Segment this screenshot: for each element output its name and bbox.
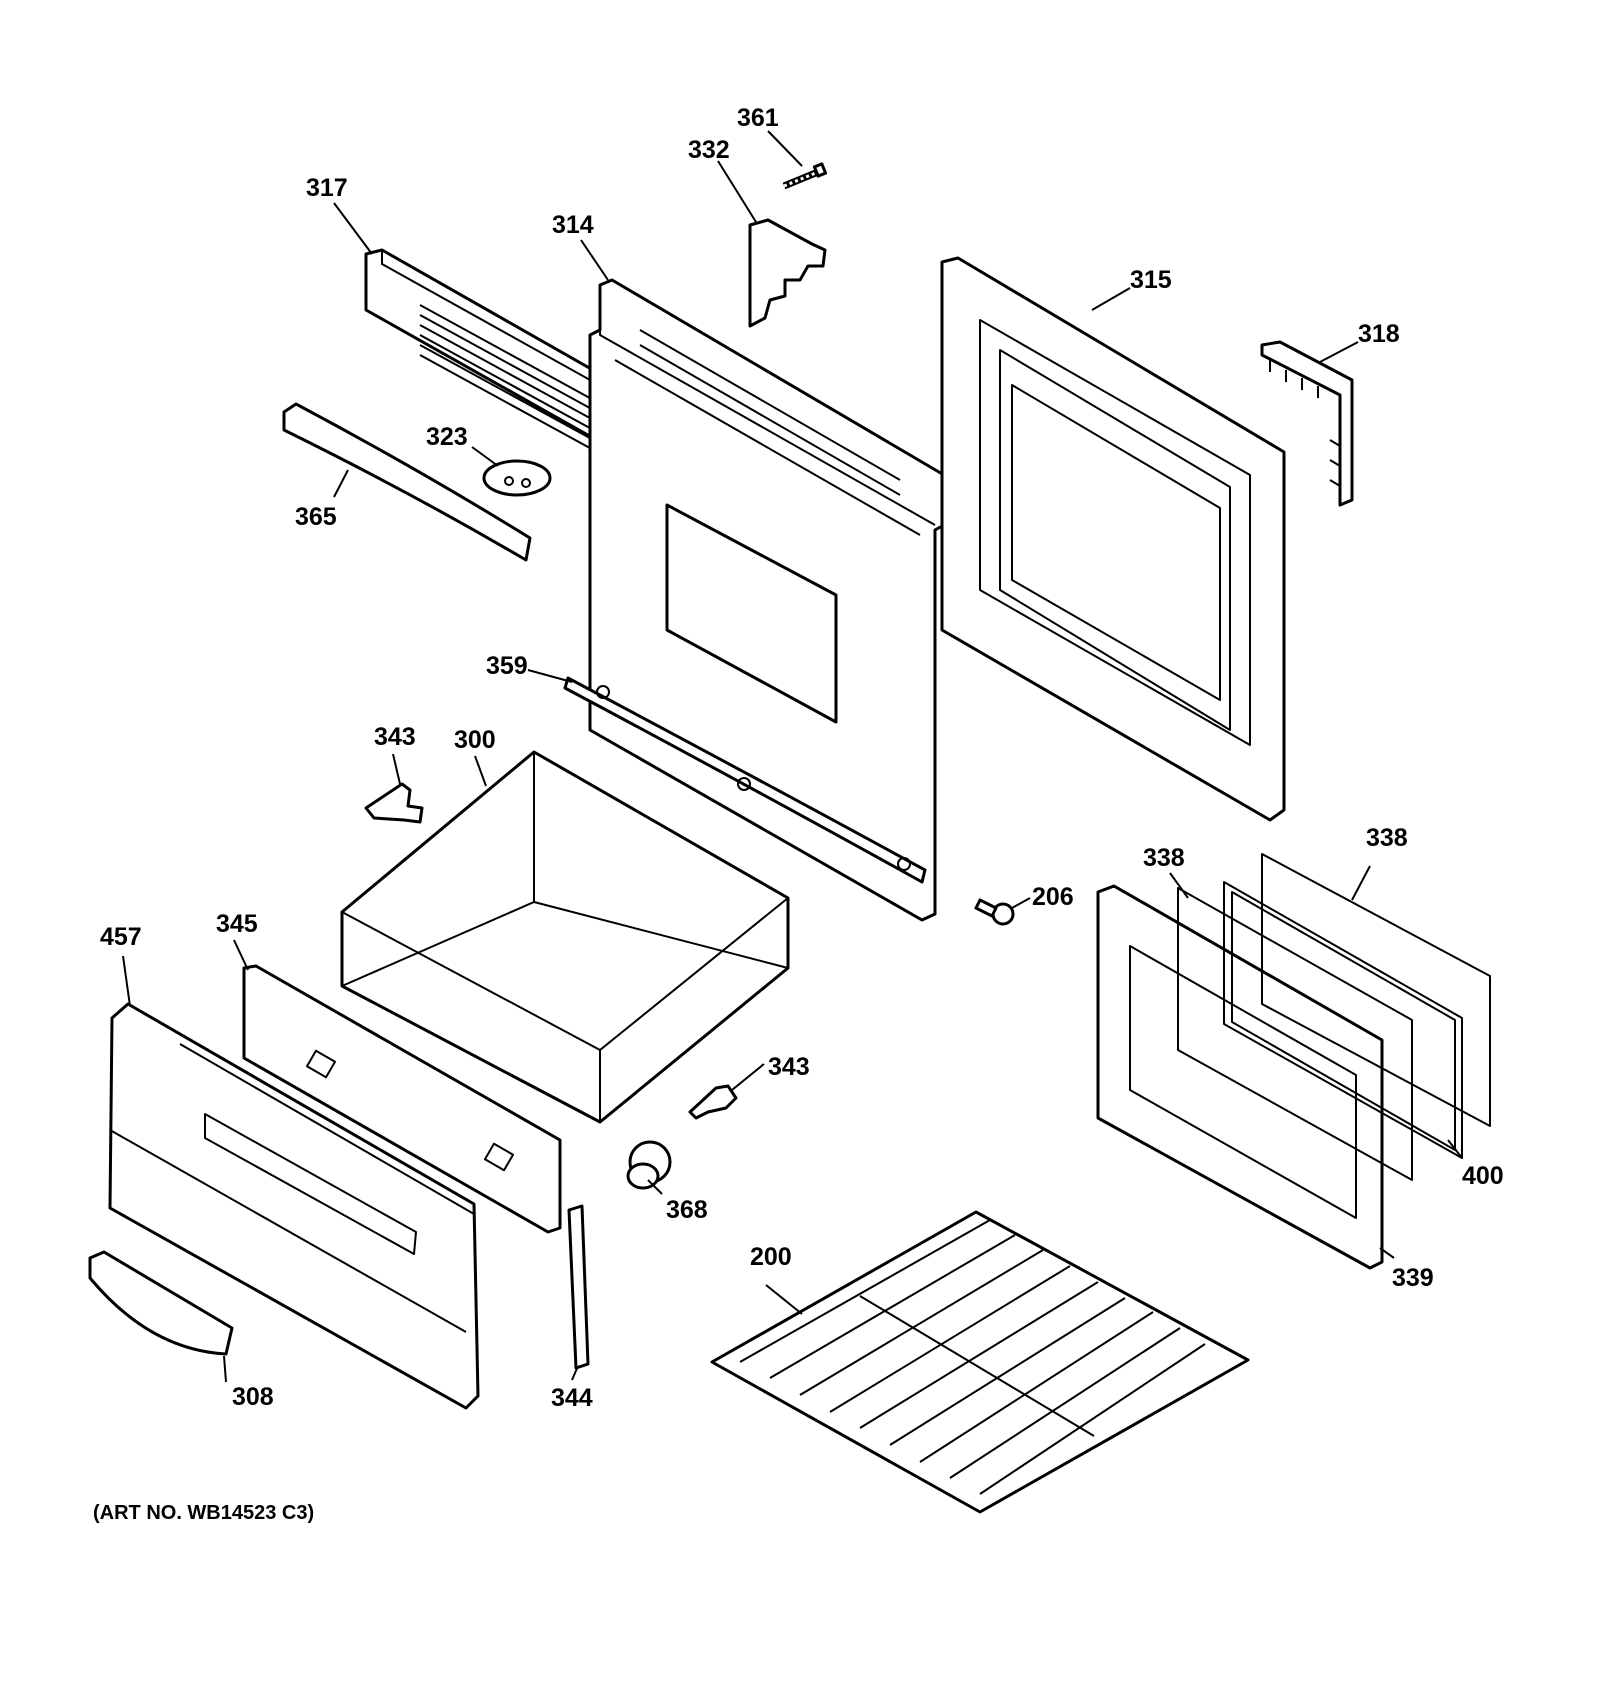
callout-361: 361: [737, 104, 779, 132]
callout-200: 200: [750, 1243, 792, 1271]
part-318-hinge-strip: [1260, 340, 1354, 507]
part-344-slide-rail: [567, 1204, 590, 1370]
callout-332: 332: [688, 136, 730, 164]
part-206-screw: [974, 898, 1015, 926]
callout-339: 339: [1392, 1264, 1434, 1292]
part-345-drawer-panel: [242, 964, 562, 1234]
part-343-slide-clip-upper: [364, 782, 424, 824]
callout-318: 318: [1358, 320, 1400, 348]
callout-323: 323: [426, 423, 468, 451]
callout-338-rear: 338: [1366, 824, 1408, 852]
part-300-drawer-box: [340, 750, 790, 1124]
callout-labels: 361 332 317 314 315 318 323 365 359 343 …: [100, 104, 1504, 1412]
callout-365: 365: [295, 503, 337, 531]
callout-338-front: 338: [1143, 844, 1185, 872]
part-365-door-handle: [282, 402, 532, 562]
callout-317: 317: [306, 174, 348, 202]
part-308-drawer-badge: [88, 1250, 234, 1356]
part-361-bolt: [782, 162, 828, 190]
callout-314: 314: [552, 211, 594, 239]
callout-308: 308: [232, 1383, 274, 1411]
callout-leaders: [122, 130, 1463, 1383]
callout-345: 345: [216, 910, 258, 938]
callout-368: 368: [666, 1196, 708, 1224]
part-343-slide-clip-lower: [688, 1084, 738, 1120]
callout-343-upper: 343: [374, 723, 416, 751]
art-number-note: (ART NO. WB14523 C3): [93, 1502, 315, 1524]
callout-343-lower: 343: [768, 1053, 810, 1081]
part-200-oven-rack: [710, 1210, 1250, 1514]
part-332-bracket: [748, 218, 827, 328]
callout-359: 359: [486, 652, 528, 680]
part-323-badge: [482, 459, 552, 497]
callout-457: 457: [100, 923, 142, 951]
callout-206: 206: [1032, 883, 1074, 911]
part-339-inner-door-frame: [1096, 884, 1384, 1270]
callout-315: 315: [1130, 266, 1172, 294]
callout-344: 344: [551, 1384, 593, 1412]
part-338-glass-rear: [1261, 853, 1491, 1127]
part-315-inner-door-panel: [940, 256, 1286, 822]
callout-300: 300: [454, 726, 496, 754]
part-314-outer-door-panel: [588, 278, 946, 922]
callout-400: 400: [1462, 1162, 1504, 1190]
part-457-drawer-front: [108, 1002, 480, 1410]
part-359-trim-strip: [563, 676, 927, 884]
part-338-glass-front: [1177, 887, 1413, 1181]
